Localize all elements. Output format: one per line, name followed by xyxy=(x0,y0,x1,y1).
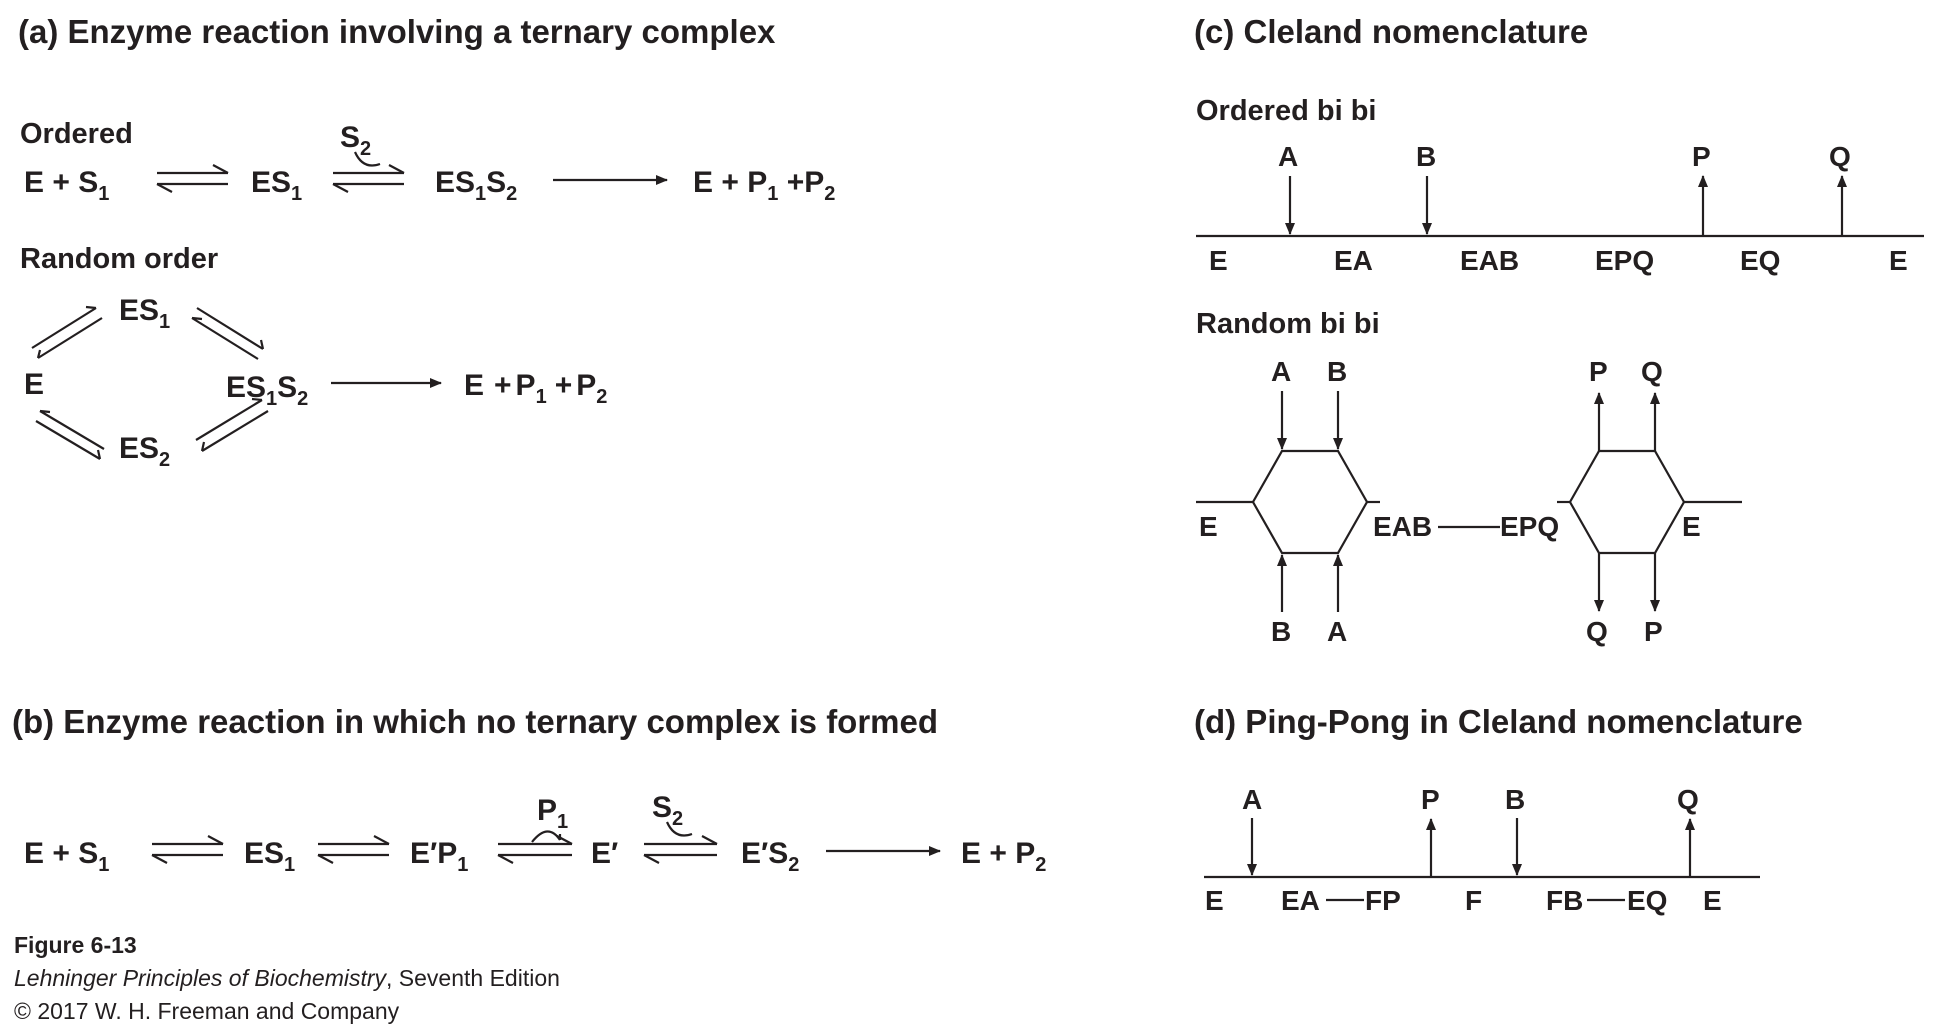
product-P: P xyxy=(1421,784,1440,815)
substrate-A: A xyxy=(1327,616,1347,647)
panel-b-title: (b) Enzyme reaction in which no ternary … xyxy=(12,703,938,740)
product-Q: Q xyxy=(1586,616,1608,647)
random-order-label: Random order xyxy=(20,243,218,275)
product-Q: Q xyxy=(1677,784,1699,815)
equilibrium-arrow-s2 xyxy=(643,821,718,864)
panel-d-title: (d) Ping-Pong in Cleland nomenclature xyxy=(1194,703,1803,740)
panel-a-title: (a) Enzyme reaction involving a ternary … xyxy=(18,13,776,50)
ping-pong-cleland-diagram: A P B Q E EA FP F FB EQ E xyxy=(1204,784,1760,916)
ordered-label: Ordered xyxy=(20,118,133,150)
species-E: E xyxy=(24,368,44,401)
species-E: E + S1 xyxy=(24,166,109,205)
product-Q: Q xyxy=(1641,356,1663,387)
state-EPQ: EPQ xyxy=(1500,511,1559,542)
state-EPQ: EPQ xyxy=(1595,245,1654,276)
substrate-A: A xyxy=(1271,356,1291,387)
state-E: E xyxy=(1682,511,1701,542)
product-P: P xyxy=(1644,616,1663,647)
state-E: E xyxy=(1889,245,1908,276)
species-ES2: ES2 xyxy=(119,432,170,471)
species-Eprime: E′ xyxy=(591,837,618,870)
random-order-scheme: ES1 E ES1S2 ES2 E+P1+P2 xyxy=(24,294,607,471)
panel-c-title: (c) Cleland nomenclature xyxy=(1194,13,1588,50)
state-E: E xyxy=(1209,245,1228,276)
species-ES1: ES1 xyxy=(119,294,170,333)
products: E+P1+P2 xyxy=(464,369,607,408)
book-credit: Lehninger Principles of Biochemistry, Se… xyxy=(14,962,560,995)
substrate-B: B xyxy=(1327,356,1347,387)
product-P: P xyxy=(1589,356,1608,387)
random-bibi-diagram: A B P Q B A Q P E EAB EPQ E xyxy=(1196,356,1742,647)
ping-pong-equation: E + S1 ES1 E′P1 xyxy=(24,791,1046,876)
species-ES1S2: ES1S2 xyxy=(435,166,517,205)
panel-c: (c) Cleland nomenclature Ordered bi bi A… xyxy=(1194,13,1924,647)
book-edition: , Seventh Edition xyxy=(386,965,560,991)
species-ES1: ES1 xyxy=(244,837,295,876)
state-FB: FB xyxy=(1546,885,1583,916)
products: E + P2 xyxy=(961,837,1046,876)
state-F: F xyxy=(1465,885,1482,916)
state-FP: FP xyxy=(1365,885,1401,916)
substrate-B: B xyxy=(1271,616,1291,647)
figure-number: Figure 6-13 xyxy=(14,932,137,958)
ordered-bibi-label: Ordered bi bi xyxy=(1196,95,1376,127)
panel-a: (a) Enzyme reaction involving a ternary … xyxy=(18,13,835,471)
label-P1: P1 xyxy=(537,794,568,833)
substrate-A: A xyxy=(1278,141,1298,172)
substrate-A: A xyxy=(1242,784,1262,815)
state-EA: EA xyxy=(1281,885,1320,916)
equilibrium-arrow-p1 xyxy=(497,830,573,864)
equilibrium-arrow xyxy=(156,164,229,193)
state-E: E xyxy=(1205,885,1224,916)
random-bibi-label: Random bi bi xyxy=(1196,308,1380,340)
substrate-B: B xyxy=(1416,141,1436,172)
product-Q: Q xyxy=(1829,141,1851,172)
copyright: © 2017 W. H. Freeman and Company xyxy=(14,998,400,1024)
state-EAB: EAB xyxy=(1460,245,1519,276)
species-ES1: ES1 xyxy=(251,166,302,205)
state-EQ: EQ xyxy=(1627,885,1667,916)
product-P: P xyxy=(1692,141,1711,172)
species-EprimeP1: E′P1 xyxy=(410,837,468,876)
label-S2: S2 xyxy=(340,121,371,160)
book-title: Lehninger Principles of Biochemistry xyxy=(14,965,387,991)
ordered-equation: E + S1 ES1 S2 ES1S2 E + P1 +P2 xyxy=(24,121,835,205)
state-EQ: EQ xyxy=(1740,245,1780,276)
species-ES1S2: ES1S2 xyxy=(226,371,308,410)
equilibrium-arrow-s2 xyxy=(332,151,405,193)
panel-b: (b) Enzyme reaction in which no ternary … xyxy=(12,703,1046,876)
species-E-S1: E + S1 xyxy=(24,837,109,876)
state-EA: EA xyxy=(1334,245,1373,276)
ordered-bibi-diagram: A B P Q E EA EAB EPQ EQ E xyxy=(1196,141,1924,276)
products: E + P1 +P2 xyxy=(693,166,835,205)
state-EAB: EAB xyxy=(1373,511,1432,542)
state-E: E xyxy=(1703,885,1722,916)
substrate-B: B xyxy=(1505,784,1525,815)
label-S2: S2 xyxy=(652,791,683,830)
panel-d: (d) Ping-Pong in Cleland nomenclature A … xyxy=(1194,703,1803,916)
state-E: E xyxy=(1199,511,1218,542)
species-EprimeS2: E′S2 xyxy=(741,837,799,876)
